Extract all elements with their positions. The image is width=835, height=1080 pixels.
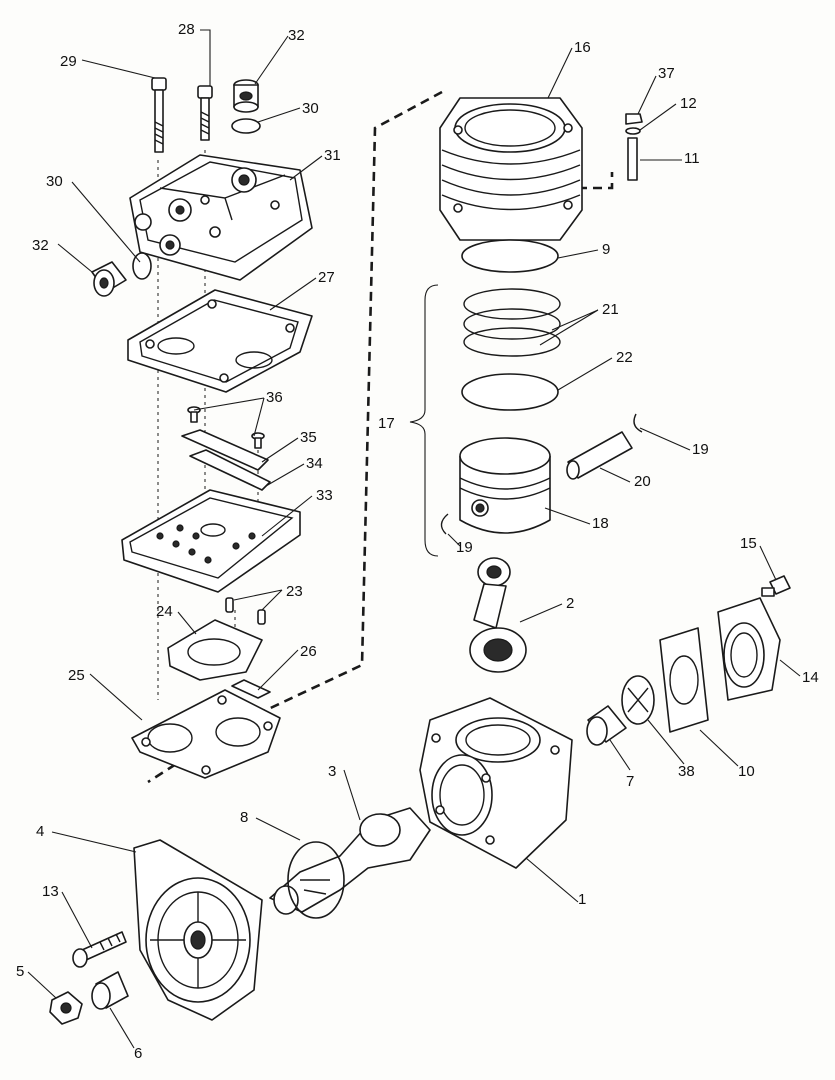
callout-13: 13: [42, 883, 59, 900]
callout-7: 7: [626, 773, 634, 790]
callout-6: 6: [134, 1045, 142, 1062]
callout-37: 37: [658, 65, 675, 82]
valve-reed-34: [189, 449, 271, 491]
circlip-19-right: [633, 413, 643, 433]
callout-29: 29: [60, 53, 77, 70]
callout-11: 11: [684, 150, 700, 167]
stud-11: [627, 137, 638, 181]
piston-18: [459, 437, 551, 534]
valve-fitting-32-top: [233, 79, 259, 113]
dowel-pin-23b: [257, 609, 266, 625]
leader-lines: [27, 29, 801, 1049]
circlip-19-left: [440, 513, 449, 535]
callout-3: 3: [328, 763, 336, 780]
bushing-6: [91, 971, 129, 1010]
bolt-13: [72, 931, 127, 968]
cylinder-16: [439, 97, 583, 241]
cylinder-head-31: [129, 154, 313, 281]
callout-30-side: 30: [46, 173, 63, 190]
valve-plate-33: [121, 489, 301, 593]
callout-5: 5: [16, 963, 24, 980]
callout-31: 31: [324, 147, 341, 164]
callout-33: 33: [316, 487, 333, 504]
callout-18: 18: [592, 515, 609, 532]
callout-1: 1: [578, 891, 586, 908]
callout-22: 22: [616, 349, 633, 366]
thrust-washer-38: [621, 675, 655, 725]
callout-19-right: 19: [692, 441, 709, 458]
callout-15: 15: [740, 535, 757, 552]
gasket-25: [131, 689, 281, 779]
screw-15: [761, 575, 791, 597]
valve-fitting-32-side: [91, 261, 127, 297]
valve-retainer-35: [181, 429, 269, 471]
end-cover-4: [133, 839, 263, 1021]
callout-38: 38: [678, 763, 695, 780]
callout-4: 4: [36, 823, 44, 840]
callout-26: 26: [300, 643, 317, 660]
callout-30-top: 30: [302, 100, 319, 117]
callout-32-side: 32: [32, 237, 49, 254]
callout-27: 27: [318, 269, 335, 286]
gasket-24: [167, 619, 263, 681]
piston-ring-21b: [463, 308, 561, 340]
bracket-17: [409, 284, 439, 557]
head-bolt-28: [197, 85, 213, 141]
callout-21: 21: [602, 301, 619, 318]
dowel-pin-23a: [225, 597, 234, 613]
callout-16: 16: [574, 39, 591, 56]
oil-ring-22: [461, 373, 559, 411]
connecting-rod-2: [469, 557, 527, 673]
callout-23: 23: [286, 583, 303, 600]
piston-ring-21c: [463, 327, 561, 357]
callout-24: 24: [156, 603, 173, 620]
reed-valve-26: [231, 679, 271, 699]
callout-28: 28: [178, 21, 195, 38]
nut-5: [49, 991, 83, 1025]
assembly-guide-line-cylinder: [578, 172, 614, 190]
piston-pin-20: [566, 431, 633, 480]
gasket-27: [127, 289, 313, 393]
o-ring-8: [287, 841, 345, 919]
callout-19-left: 19: [456, 539, 473, 556]
bearing-cover-14: [717, 597, 781, 701]
bushing-7: [586, 705, 627, 746]
callout-8: 8: [240, 809, 248, 826]
o-ring-30-top: [231, 118, 261, 134]
callout-12: 12: [680, 95, 697, 112]
o-ring-9: [461, 239, 559, 273]
callout-2: 2: [566, 595, 574, 612]
callout-labels: 29 28 32 30 31 30 32 27 16 37 12 11 9 21…: [16, 21, 819, 1062]
head-bolt-29: [151, 77, 167, 153]
callout-35: 35: [300, 429, 317, 446]
callout-32-top: 32: [288, 27, 305, 44]
crankcase-1: [419, 697, 573, 869]
callout-25: 25: [68, 667, 85, 684]
callout-17: 17: [378, 415, 395, 432]
callout-10: 10: [738, 763, 755, 780]
gasket-10: [659, 627, 709, 733]
screw-36: [187, 406, 265, 449]
callout-9: 9: [602, 241, 610, 258]
washer-12: [625, 127, 641, 135]
callout-36: 36: [266, 389, 283, 406]
callout-20: 20: [634, 473, 651, 490]
nut-37: [625, 113, 643, 125]
callout-34: 34: [306, 455, 323, 472]
callout-14: 14: [802, 669, 819, 686]
crankshaft-3: [269, 807, 431, 915]
piston-ring-21a: [463, 288, 561, 320]
